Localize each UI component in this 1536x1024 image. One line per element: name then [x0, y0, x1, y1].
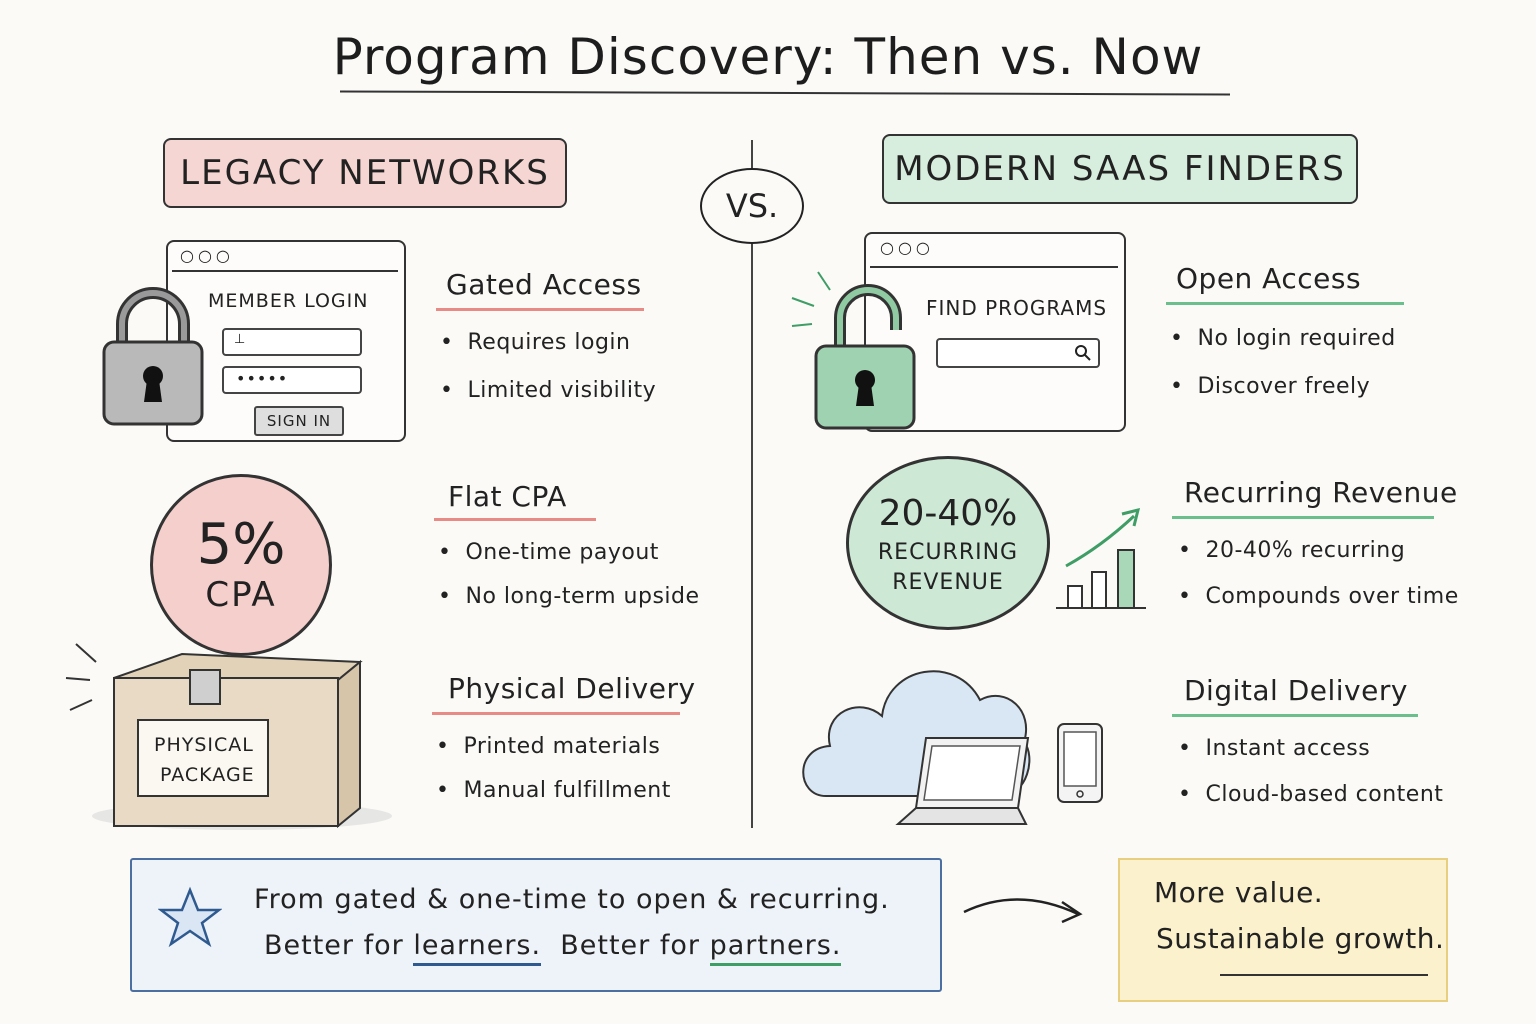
search-icon[interactable] — [1074, 344, 1092, 362]
summary-learners: learners. — [413, 930, 542, 966]
member-login-heading: MEMBER LOGIN — [208, 290, 369, 312]
outcome-note: More value. Sustainable growth. — [1118, 858, 1448, 1002]
password-mask: ••••• — [236, 369, 289, 388]
bar-chart-icon — [1056, 507, 1146, 609]
bullet-one-time-payout: One-time payout — [438, 540, 659, 565]
bullet-instant-access: Instant access — [1178, 736, 1370, 761]
summary-line-2: Better for learners. Better for partners… — [264, 930, 842, 966]
bullet-cloud-based-content: Cloud-based content — [1178, 782, 1443, 807]
bullet-limited-visibility: Limited visibility — [440, 378, 656, 403]
summary-better-for-2: Better for — [541, 930, 710, 961]
unlock-icon — [791, 271, 916, 430]
flat-cpa-title: Flat CPA — [448, 480, 567, 513]
note-line-2: Sustainable growth. — [1156, 922, 1445, 955]
title-underline — [339, 90, 1231, 96]
sign-in-button[interactable]: SIGN IN — [254, 406, 344, 436]
digital-delivery-underline — [1172, 714, 1418, 717]
physical-delivery-underline — [432, 712, 680, 715]
user-icon: ⊥ — [234, 332, 246, 347]
summary-box: From gated & one-time to open & recurrin… — [130, 858, 942, 992]
window-dots-icon: ○○○ — [880, 238, 934, 257]
open-access-title: Open Access — [1176, 262, 1362, 295]
package-label-line1: PHYSICAL — [154, 734, 254, 756]
open-access-underline — [1166, 302, 1404, 305]
summary-partners: partners. — [709, 930, 842, 966]
member-login-window: ○○○ MEMBER LOGIN ⊥ ••••• SIGN IN — [166, 240, 406, 442]
recurring-badge-value: 20-40% — [878, 492, 1018, 534]
summary-better-for-1: Better for — [264, 930, 414, 961]
bullet-manual-fulfillment: Manual fulfillment — [436, 778, 671, 803]
flat-cpa-underline — [434, 518, 596, 521]
bullet-no-long-term-upside: No long-term upside — [438, 584, 700, 609]
package-icon — [65, 643, 392, 830]
bullet-compounds-over-time: Compounds over time — [1178, 584, 1459, 609]
bullet-printed-materials: Printed materials — [436, 734, 660, 759]
note-underline — [1220, 974, 1428, 976]
window-dots-icon: ○○○ — [180, 246, 234, 265]
note-line-1: More value. — [1154, 876, 1324, 909]
center-divider — [751, 140, 753, 828]
program-search-input[interactable] — [936, 338, 1100, 368]
recurring-revenue-badge: 20-40% RECURRING REVENUE — [846, 456, 1050, 630]
username-field[interactable]: ⊥ — [222, 328, 362, 356]
star-icon — [158, 886, 222, 948]
phone-icon — [1057, 723, 1103, 803]
bullet-requires-login: Requires login — [440, 330, 630, 355]
window-titlebar-line — [870, 266, 1118, 268]
bullet-no-login-required: No login required — [1170, 326, 1396, 351]
cpa-badge-value: 5% — [196, 512, 286, 577]
summary-line-1: From gated & one-time to open & recurrin… — [254, 884, 890, 915]
window-titlebar-line — [172, 270, 398, 272]
recurring-badge-line2: REVENUE — [892, 569, 1004, 595]
laptop-icon — [895, 737, 1030, 825]
bullet-20-40-recurring: 20-40% recurring — [1178, 538, 1405, 563]
recurring-badge-line1: RECURRING — [877, 539, 1019, 565]
recurring-revenue-underline — [1172, 516, 1434, 519]
find-programs-heading: FIND PROGRAMS — [926, 296, 1108, 320]
gated-access-underline — [436, 308, 644, 311]
package-label-line2: PACKAGE — [160, 764, 255, 786]
physical-delivery-title: Physical Delivery — [448, 672, 696, 705]
arrow-icon — [963, 898, 1083, 924]
digital-delivery-title: Digital Delivery — [1184, 674, 1408, 707]
password-field[interactable]: ••••• — [222, 366, 362, 394]
cpa-badge-label: CPA — [205, 575, 277, 615]
recurring-revenue-title: Recurring Revenue — [1184, 476, 1458, 509]
vs-badge: VS. — [700, 168, 804, 244]
cpa-badge: 5% CPA — [150, 474, 332, 656]
legacy-networks-header: LEGACY NETWORKS — [163, 138, 567, 208]
page-title: Program Discovery: Then vs. Now — [332, 28, 1204, 86]
modern-saas-finders-header: MODERN SAAS FINDERS — [882, 134, 1358, 204]
bullet-discover-freely: Discover freely — [1170, 374, 1370, 399]
lock-icon — [102, 287, 204, 426]
gated-access-title: Gated Access — [446, 268, 642, 301]
